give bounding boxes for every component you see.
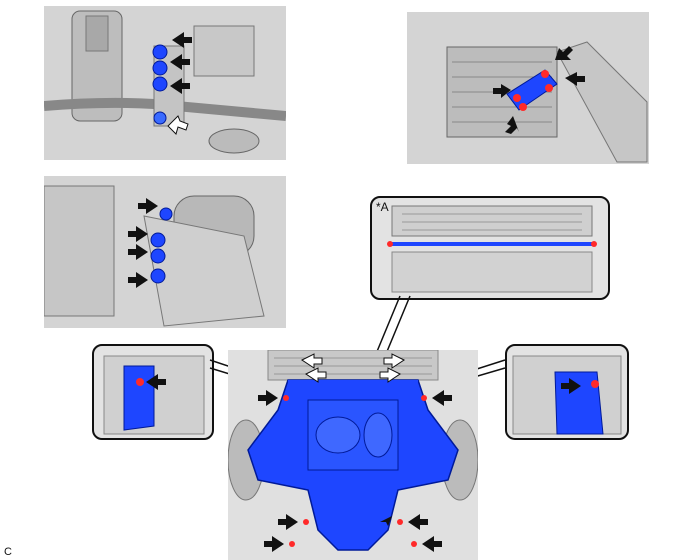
bolt-red bbox=[411, 541, 417, 547]
arrow-left-icon bbox=[170, 78, 190, 94]
bolt-red bbox=[397, 519, 403, 525]
arrow-left-icon bbox=[422, 536, 442, 552]
bolt-red bbox=[545, 84, 553, 92]
clip-1 bbox=[153, 111, 167, 125]
callout-a: *A bbox=[370, 196, 610, 300]
bolt-red bbox=[513, 94, 521, 102]
arrow-outline-icon bbox=[167, 115, 189, 135]
arrow-right-icon bbox=[128, 226, 148, 242]
bolt-blue bbox=[150, 268, 166, 284]
figure-code: C bbox=[4, 546, 12, 558]
callout-left-illustration bbox=[103, 355, 205, 435]
bolt-red bbox=[303, 519, 309, 525]
arrow-icon bbox=[565, 72, 585, 86]
callout-a-illustration bbox=[387, 205, 597, 293]
arrow-icon bbox=[505, 116, 519, 134]
callout-left bbox=[92, 344, 214, 440]
arrow-left-icon bbox=[408, 514, 428, 530]
arrow-icon bbox=[380, 516, 392, 526]
bolt-blue bbox=[159, 207, 173, 221]
underbody-subframe-view bbox=[228, 350, 478, 560]
callout-a-label: *A bbox=[376, 200, 389, 214]
arrow-right-icon bbox=[258, 390, 278, 406]
arrow-icon bbox=[493, 84, 511, 98]
bolt-red bbox=[421, 395, 427, 401]
arrow-right-icon bbox=[264, 536, 284, 552]
bolt-blue bbox=[150, 232, 166, 248]
bolt-red bbox=[283, 395, 289, 401]
arrow-icon bbox=[555, 46, 573, 60]
bolt-red bbox=[541, 70, 549, 78]
bolt-red bbox=[519, 103, 527, 111]
callout-right-illustration bbox=[512, 355, 622, 435]
bolt-red bbox=[591, 241, 597, 247]
bolt-red bbox=[289, 541, 295, 547]
engine-mount-view-mid-left bbox=[44, 176, 286, 328]
subframe-illustration bbox=[228, 350, 478, 560]
engine-bay-illustration bbox=[44, 6, 286, 160]
arrow-right-icon bbox=[128, 244, 148, 260]
callout-right bbox=[505, 344, 629, 440]
engine-bay-view-top-left bbox=[44, 6, 286, 160]
arrow-outline-icon bbox=[305, 367, 327, 383]
arrow-outline-icon bbox=[383, 353, 405, 369]
bolt-red bbox=[136, 378, 144, 386]
radiator-support-illustration bbox=[407, 12, 649, 164]
bolt-2 bbox=[152, 60, 168, 76]
blue-member bbox=[123, 365, 155, 431]
bolt-1 bbox=[152, 44, 168, 60]
arrow-left-icon bbox=[146, 374, 166, 390]
arrow-outline-icon bbox=[301, 353, 323, 369]
arrow-left-icon bbox=[172, 32, 192, 48]
bolt-blue bbox=[150, 248, 166, 264]
arrow-right-icon bbox=[278, 514, 298, 530]
arrow-left-icon bbox=[170, 54, 190, 70]
arrow-outline-icon bbox=[379, 367, 401, 383]
arrow-right-icon bbox=[561, 378, 581, 394]
bolt-3 bbox=[152, 76, 168, 92]
arrow-right-icon bbox=[138, 198, 158, 214]
radiator-support-view-top-right bbox=[407, 12, 649, 164]
bolt-red bbox=[591, 380, 599, 388]
engine-mount-illustration bbox=[44, 176, 286, 328]
arrow-left-icon bbox=[432, 390, 452, 406]
bolt-red bbox=[387, 241, 393, 247]
arrow-right-icon bbox=[128, 272, 148, 288]
